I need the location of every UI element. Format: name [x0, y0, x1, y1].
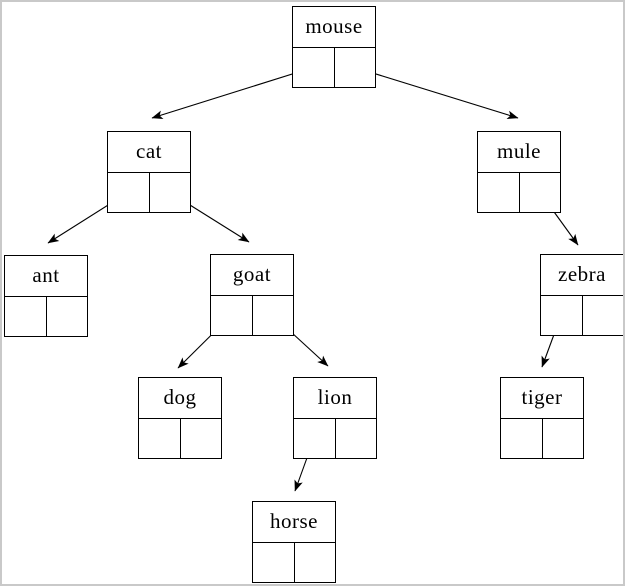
tree-node-horse: horse [252, 501, 336, 583]
right-pointer-cell-cat [150, 173, 191, 213]
node-label-tiger: tiger [501, 378, 583, 419]
left-pointer-cell-mouse [293, 47, 335, 87]
node-label-horse: horse [253, 502, 335, 543]
node-label-dog: dog [139, 378, 221, 419]
left-pointer-cell-tiger [501, 418, 543, 458]
pointer-cells-zebra [541, 295, 624, 336]
left-pointer-cell-cat [108, 172, 150, 212]
tree-node-ant: ant [4, 255, 88, 337]
pointer-cells-tiger [501, 418, 584, 459]
left-pointer-cell-goat [211, 295, 253, 335]
right-pointer-cell-mouse [335, 48, 376, 88]
left-pointer-cell-horse [253, 542, 295, 582]
pointer-cells-mule [478, 172, 561, 213]
pointer-cells-ant [5, 296, 88, 337]
edge-arrow-mouse-mule [354, 66, 519, 120]
tree-node-mule: mule [477, 131, 561, 213]
pointer-cells-lion [294, 418, 377, 459]
tree-node-tiger: tiger [500, 377, 584, 459]
tree-node-lion: lion [293, 377, 377, 459]
edge-arrow-mouse-cat [151, 66, 314, 119]
left-pointer-cell-ant [5, 296, 47, 336]
node-label-cat: cat [108, 132, 190, 173]
left-pointer-cell-lion [294, 418, 336, 458]
right-pointer-cell-tiger [543, 419, 584, 459]
tree-node-zebra: zebra [540, 254, 624, 336]
node-label-goat: goat [211, 255, 293, 296]
tree-node-dog: dog [138, 377, 222, 459]
node-label-ant: ant [5, 256, 87, 297]
node-label-lion: lion [294, 378, 376, 419]
left-pointer-cell-zebra [541, 295, 583, 335]
right-pointer-cell-ant [47, 297, 88, 337]
pointer-cells-cat [108, 172, 191, 213]
left-pointer-cell-dog [139, 418, 181, 458]
node-label-mouse: mouse [293, 7, 375, 48]
left-pointer-cell-mule [478, 172, 520, 212]
tree-node-mouse: mouse [292, 6, 376, 88]
right-pointer-cell-goat [253, 296, 294, 336]
pointer-cells-goat [211, 295, 294, 336]
right-pointer-cell-horse [295, 543, 336, 583]
tree-node-cat: cat [107, 131, 191, 213]
right-pointer-cell-lion [336, 419, 377, 459]
right-pointer-cell-dog [181, 419, 222, 459]
node-label-zebra: zebra [541, 255, 623, 296]
right-pointer-cell-zebra [583, 296, 624, 336]
node-label-mule: mule [478, 132, 560, 173]
right-pointer-cell-mule [520, 173, 561, 213]
tree-node-goat: goat [210, 254, 294, 336]
pointer-cells-horse [253, 542, 336, 583]
pointer-cells-mouse [293, 47, 376, 88]
pointer-cells-dog [139, 418, 222, 459]
